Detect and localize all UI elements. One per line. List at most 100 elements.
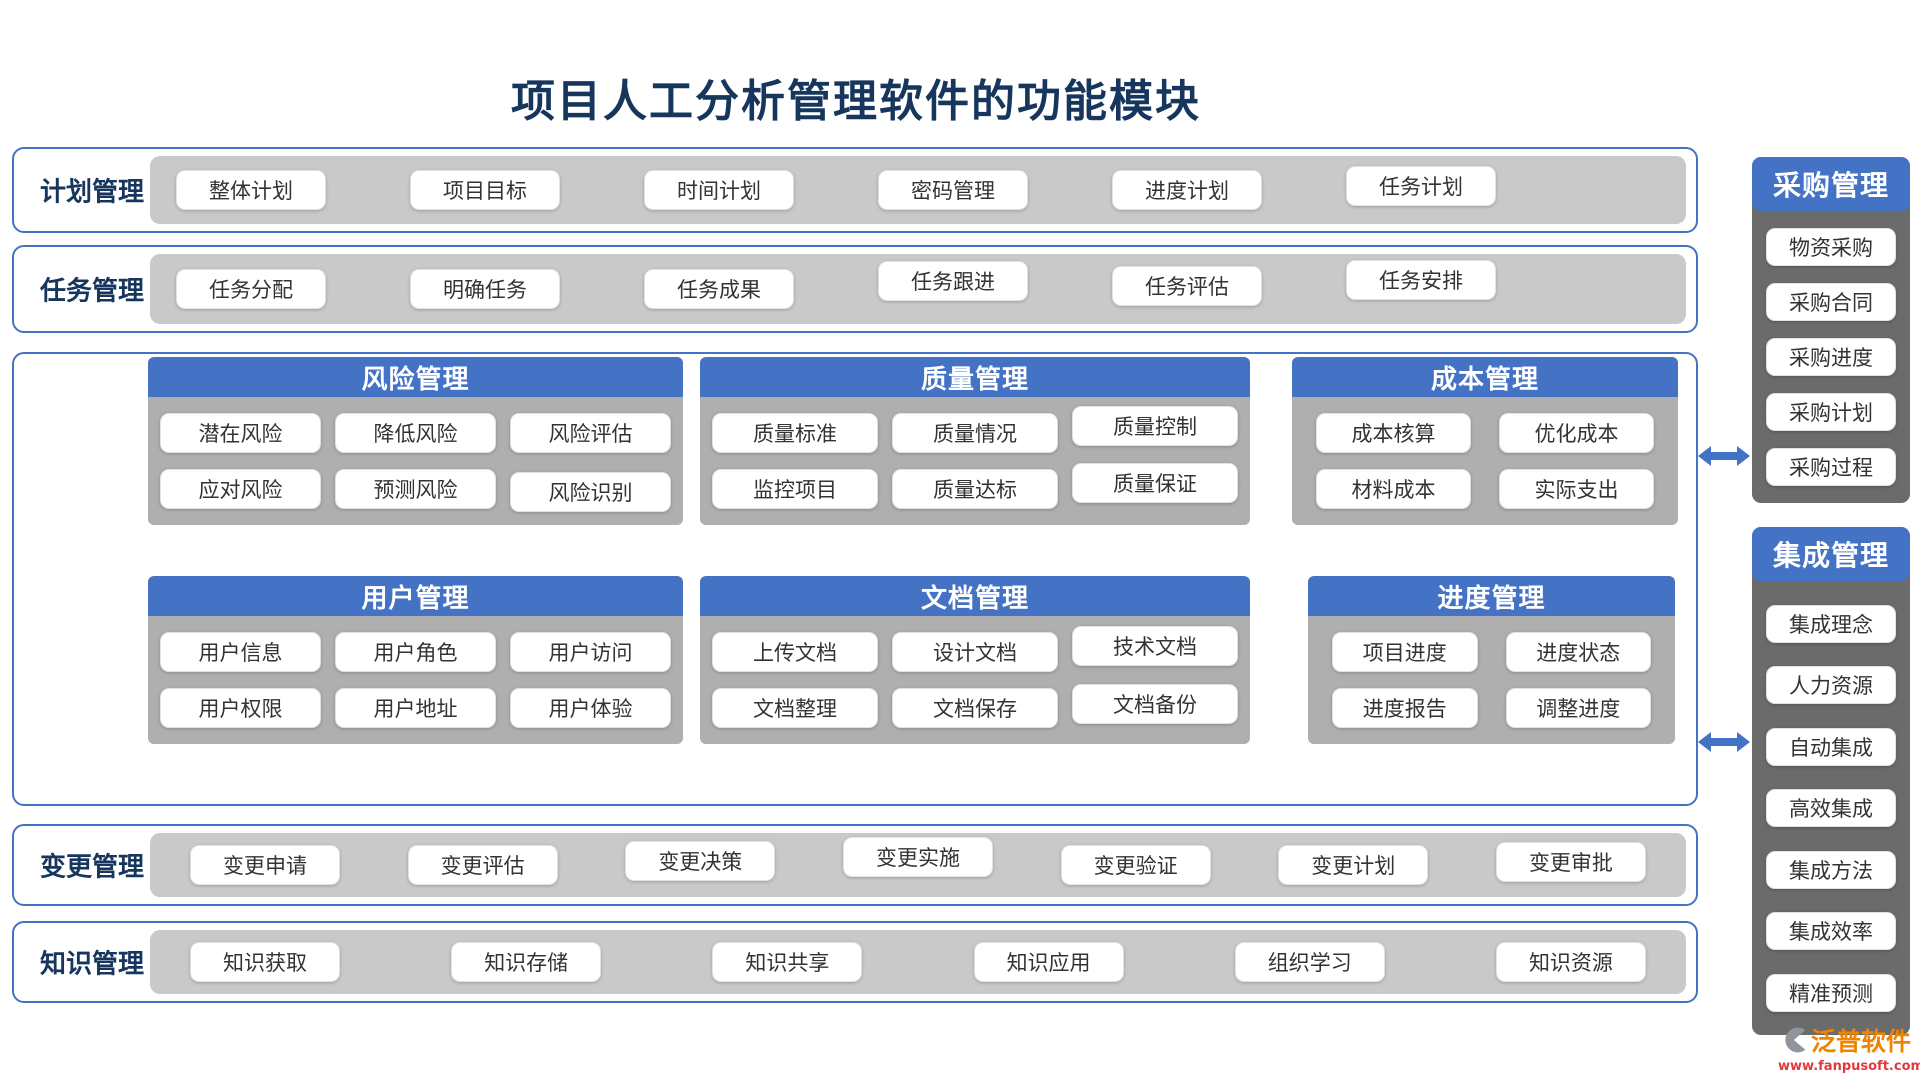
module-chip: 集成理念 [1766,604,1896,643]
module-chip: 质量保证 [1072,463,1238,503]
group-quality-management: 质量管理 质量标准质量情况质量控制监控项目质量达标质量保证 [700,357,1250,525]
module-chip: 用户体验 [510,688,671,728]
module-chip: 监控项目 [712,469,878,509]
group-document-management: 文档管理 上传文档设计文档技术文档文档整理文档保存文档备份 [700,576,1250,744]
module-chip: 进度计划 [1112,170,1262,210]
logo-url: www.fanpusoft.com [1778,1059,1920,1074]
module-chip: 变更实施 [842,837,993,877]
module-chip: 用户访问 [510,632,671,672]
module-chip: 物资采购 [1766,228,1896,266]
logo-name: 泛普软件 [1811,1027,1912,1056]
module-chip: 整体计划 [176,170,326,210]
group-title: 进度管理 [1308,576,1675,616]
module-chip: 质量标准 [712,413,878,453]
band-task-management: 任务管理 任务分配明确任务任务成果任务跟进任务评估任务安排 [12,245,1698,333]
module-strip: 变更申请 变更评估 变更决策 变更实施 变更验证 变更计划 变更审批 [150,833,1686,897]
band-change-management: 变更管理 变更申请 变更评估 变更决策 变更实施 变更验证 变更计划 变更审批 [12,824,1698,906]
module-chip: 预测风险 [335,469,496,509]
module-chip: 知识存储 [451,942,602,982]
module-strip: 整体计划 项目目标 时间计划 密码管理 进度计划 任务计划 [150,156,1686,224]
module-chip: 实际支出 [1499,469,1654,509]
module-chip: 采购合同 [1766,283,1896,321]
module-chip: 成本核算 [1316,413,1471,453]
group-body: 用户信息用户角色用户访问用户权限用户地址用户体验 [148,616,683,744]
module-chip: 人力资源 [1766,666,1896,704]
band-plan-management: 计划管理 整体计划 项目目标 时间计划 密码管理 进度计划 任务计划 [12,147,1698,233]
panel-title: 采购管理 [1752,157,1910,211]
module-chip: 文档备份 [1072,684,1238,724]
module-chip: 采购进度 [1766,338,1896,376]
module-chip: 密码管理 [878,170,1028,210]
module-chip: 风险评估 [510,413,671,453]
module-chip: 项目目标 [410,170,560,210]
module-chip: 知识应用 [973,942,1124,982]
group-title: 成本管理 [1292,357,1678,397]
module-chip: 集成效率 [1766,912,1896,950]
group-title: 质量管理 [700,357,1250,397]
module-chip: 质量达标 [892,469,1058,509]
module-chip: 知识资源 [1495,942,1646,982]
group-body: 项目进度进度状态进度报告调整进度 [1308,616,1675,744]
double-arrow-icon [1698,446,1750,466]
module-chip: 文档整理 [712,688,878,728]
module-chip: 变更申请 [190,845,340,885]
module-chip: 采购计划 [1766,393,1896,431]
band-label: 计划管理 [39,177,144,208]
module-chip: 质量控制 [1072,406,1238,446]
double-arrow-icon [1698,732,1750,752]
module-chip: 精准预测 [1766,973,1896,1012]
module-chip: 采购过程 [1766,448,1896,486]
module-chip: 时间计划 [644,170,794,210]
module-chip: 进度状态 [1505,632,1651,672]
band-label: 任务管理 [39,276,144,307]
panel-integration-management: 集成管理 集成理念人力资源自动集成高效集成集成方法集成效率精准预测 [1752,527,1910,1035]
page-title: 项目人工分析管理软件的功能模块 [511,76,1201,128]
module-chip: 用户角色 [335,632,496,672]
module-chip: 变更计划 [1278,845,1429,885]
module-chip: 知识获取 [190,942,340,982]
module-chip: 项目进度 [1332,632,1478,672]
group-body: 成本核算优化成本材料成本实际支出 [1292,397,1678,525]
group-body: 潜在风险降低风险风险评估应对风险预测风险风险识别 [148,397,683,525]
module-chip: 质量情况 [892,413,1058,453]
module-chip: 变更决策 [625,841,776,881]
group-cost-management: 成本管理 成本核算优化成本材料成本实际支出 [1292,357,1678,525]
module-chip: 组织学习 [1234,942,1385,982]
module-chip: 文档保存 [892,688,1058,728]
module-chip: 变更评估 [407,845,558,885]
module-chip: 材料成本 [1316,469,1471,509]
module-chip: 任务成果 [644,269,794,309]
module-chip: 自动集成 [1766,727,1896,766]
module-chip: 知识共享 [712,942,863,982]
fanpu-logo-icon [1785,1027,1806,1053]
group-user-management: 用户管理 用户信息用户角色用户访问用户权限用户地址用户体验 [148,576,683,744]
band-knowledge-management: 知识管理 知识获取 知识存储 知识共享 知识应用 组织学习 知识资源 [12,921,1698,1003]
central-module-matrix: 风险管理 潜在风险降低风险风险评估应对风险预测风险风险识别 质量管理 质量标准质… [12,352,1698,806]
group-body: 质量标准质量情况质量控制监控项目质量达标质量保证 [700,397,1250,525]
band-label: 变更管理 [39,852,144,883]
module-chip: 优化成本 [1499,413,1654,453]
module-chip: 变更验证 [1060,845,1211,885]
group-progress-management: 进度管理 项目进度进度状态进度报告调整进度 [1308,576,1675,744]
band-label: 知识管理 [39,949,144,980]
module-chip: 任务安排 [1346,260,1496,300]
module-chip: 设计文档 [892,632,1058,672]
module-chip: 任务评估 [1112,266,1262,306]
module-chip: 任务跟进 [878,261,1028,301]
panel-title: 集成管理 [1752,527,1910,581]
module-chip: 进度报告 [1332,688,1478,728]
module-chip: 上传文档 [712,632,878,672]
module-chip: 风险识别 [510,472,671,512]
group-risk-management: 风险管理 潜在风险降低风险风险评估应对风险预测风险风险识别 [148,357,683,525]
module-chip: 任务计划 [1346,166,1496,206]
group-body: 上传文档设计文档技术文档文档整理文档保存文档备份 [700,616,1250,744]
module-chip: 调整进度 [1505,688,1651,728]
module-chip: 变更审批 [1495,842,1646,882]
fanpu-logo: 泛普软件 www.fanpusoft.com [1778,1022,1920,1074]
module-strip: 知识获取 知识存储 知识共享 知识应用 组织学习 知识资源 [150,930,1686,994]
module-chip: 用户权限 [160,688,321,728]
module-chip: 高效集成 [1766,789,1896,827]
group-title: 风险管理 [148,357,683,397]
panel-list: 集成理念人力资源自动集成高效集成集成方法集成效率精准预测 [1752,581,1910,1035]
group-title: 文档管理 [700,576,1250,616]
